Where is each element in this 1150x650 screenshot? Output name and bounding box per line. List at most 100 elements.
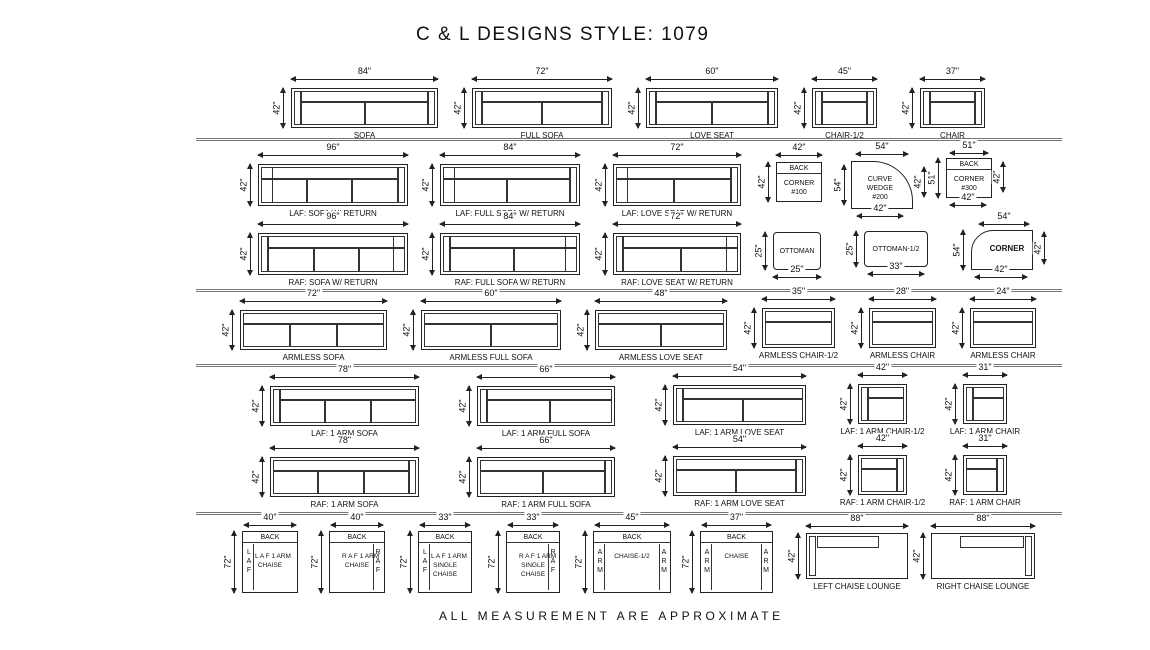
ottoman-half-label: OTTOMAN-1/2 [872, 246, 920, 253]
back-label: BACK [419, 533, 471, 543]
dimension-label: 37" [727, 512, 746, 522]
backrest [960, 536, 1024, 548]
dimension-arrow [662, 384, 668, 426]
dimension-label: 42" [420, 178, 431, 192]
dimension-label: 42" [271, 101, 282, 115]
height-dimension: 42" [653, 384, 668, 426]
height-dimension: 72" [222, 530, 237, 594]
dimension-label: 54" [995, 211, 1013, 221]
dimension-arrow [921, 166, 927, 198]
width-dimension: 54" [978, 211, 1030, 229]
height-dimension: 42" [991, 161, 1006, 193]
dimension-arrow [772, 274, 822, 280]
dimension-label: 72" [309, 555, 320, 569]
width-dimension: 48" [594, 288, 728, 306]
width-dimension: 24" [969, 286, 1037, 304]
seat-cushion [506, 179, 570, 203]
dimension-label: 45" [623, 512, 641, 522]
backrest [261, 167, 398, 179]
chaise-label: CHAISE [724, 553, 749, 560]
dimension-label: 28" [893, 286, 912, 296]
arm [261, 236, 268, 272]
dimension-label: 84" [501, 142, 519, 152]
piece-laf-1arm-full-sofa [477, 386, 615, 426]
seat-cushion [623, 248, 681, 272]
dimension-arrow [259, 385, 265, 427]
dimension-label: 25" [844, 242, 855, 256]
chaise-label: R A F 1 ARM CHAISE [342, 553, 380, 569]
return-section [565, 236, 577, 272]
side-arm-label: LAF [245, 544, 254, 590]
seat-cushion [301, 102, 365, 125]
width-dimension: 42" [857, 433, 908, 451]
piece-label: SOFA [353, 131, 376, 140]
seat-cushion [966, 469, 997, 492]
arm [480, 389, 487, 423]
width-dimension: 37" [701, 512, 772, 530]
dimension-arrow [969, 296, 1037, 302]
dimension-label: 33" [524, 512, 542, 522]
seat-cushion [656, 102, 712, 125]
dimension-label: 42" [959, 192, 977, 202]
dimension-label: 42" [420, 247, 431, 261]
dimension-arrow [476, 374, 616, 380]
row-separator [196, 138, 1062, 141]
height-dimension: 42" [756, 161, 771, 203]
dimension-label: 51" [960, 140, 978, 150]
dimension-label: 35" [789, 286, 808, 296]
dimension-arrow [909, 87, 915, 129]
piece-raf-1arm-full-sofa [477, 457, 615, 497]
height-dimension: 42" [792, 87, 807, 129]
dimension-label: 42" [912, 175, 923, 189]
dimension-arrow [857, 372, 908, 378]
dimension-arrow [229, 309, 235, 351]
back-label: BACK [777, 164, 821, 174]
return-section [616, 167, 628, 203]
seat-cushion [491, 324, 558, 347]
width-dimension: 33" [507, 512, 559, 530]
piece-label: RAF: 1 ARM CHAIR-1/2 [839, 498, 926, 507]
chaise-label: CHAISE-1/2 [614, 553, 650, 560]
arm [649, 91, 656, 125]
dimension-label: 72" [573, 555, 584, 569]
seat-cushion [549, 400, 612, 423]
dimension-arrow [612, 152, 742, 158]
arm [861, 387, 868, 421]
arm [796, 459, 803, 493]
dimension-arrow [672, 444, 807, 450]
arm [616, 236, 623, 272]
backrest [482, 91, 602, 102]
dimension-label: 42" [992, 264, 1010, 274]
dimension-arrow [410, 309, 416, 351]
width-dimension: 78" [269, 364, 420, 382]
dimension-label: 88" [974, 513, 992, 523]
dimension-arrow [257, 152, 409, 158]
piece-chair-half [812, 88, 877, 128]
seat-cushion [290, 324, 337, 347]
backrest [973, 387, 1004, 398]
piece-raf-1arm-chair [963, 455, 1007, 495]
back-label: BACK [507, 533, 559, 543]
return-section [726, 236, 738, 272]
arm [676, 388, 683, 422]
width-dimension: 33" [867, 261, 925, 279]
dimension-arrow [594, 522, 670, 528]
piece-label: LAF: 1 ARM CHAIR-1/2 [840, 427, 925, 436]
width-dimension: 72" [239, 288, 388, 306]
dimension-arrow [1041, 231, 1047, 265]
dimension-arrow [507, 522, 559, 528]
width-dimension: 31" [962, 362, 1008, 380]
dimension-arrow [855, 151, 909, 157]
backrest [966, 458, 997, 469]
dimension-label: 42" [457, 399, 468, 413]
dimension-label: 72" [668, 211, 686, 221]
dimension-arrow [476, 445, 616, 451]
dimension-arrow [439, 152, 581, 158]
backrest [450, 236, 577, 248]
width-dimension: 42" [974, 264, 1028, 282]
piece-label: LAF: 1 ARM CHAIR [949, 427, 1021, 436]
width-dimension: 72" [612, 142, 742, 160]
